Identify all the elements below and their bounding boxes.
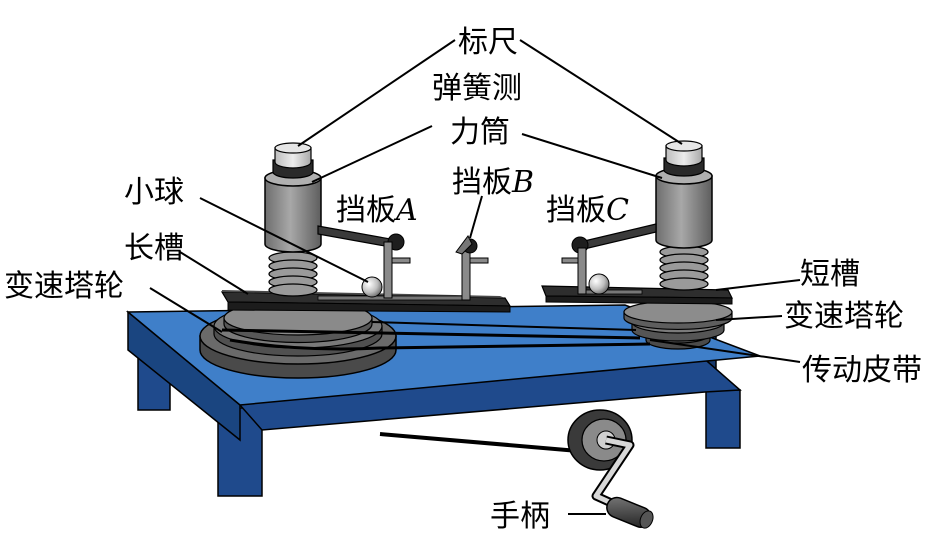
leader-lines — [149, 39, 801, 515]
label-long-groove: 长槽 — [124, 231, 184, 266]
lower-belt — [379, 432, 591, 454]
left-tower-wheel — [199, 300, 397, 379]
short-groove — [541, 285, 733, 305]
label-baffle-c-letter: C — [606, 193, 629, 228]
label-ball: 小球 — [124, 175, 184, 210]
label-baffle-b: 挡板B — [452, 165, 534, 200]
label-spring-cylinder-line1: 弹簧测 — [432, 71, 522, 106]
baffle-a — [383, 241, 411, 299]
label-short-groove: 短槽 — [800, 257, 860, 292]
left-spring-cylinder — [264, 142, 322, 297]
label-baffle-b-word: 挡板 — [452, 165, 512, 200]
label-baffle-c-word: 挡板 — [546, 193, 606, 228]
label-tower-wheel-right: 变速塔轮 — [784, 299, 904, 334]
label-ruler: 标尺 — [458, 25, 518, 60]
hand-crank — [591, 435, 654, 529]
label-baffle-b-letter: B — [511, 165, 534, 200]
label-baffle-a: 挡板A — [336, 193, 418, 228]
drive-belt — [221, 321, 651, 351]
ball-right — [588, 273, 610, 295]
label-tower-wheel-left: 变速塔轮 — [4, 269, 124, 304]
label-handle: 手柄 — [490, 499, 550, 534]
baffle-b — [455, 235, 489, 301]
label-baffle-a-word: 挡板 — [336, 193, 396, 228]
label-spring-cylinder-line2: 力筒 — [450, 115, 510, 150]
label-baffle-c: 挡板C — [546, 193, 629, 228]
baffle-c — [561, 247, 587, 295]
label-drive-belt: 传动皮带 — [802, 353, 922, 388]
right-spring-cylinder — [655, 140, 713, 291]
label-baffle-a-letter: A — [393, 193, 418, 228]
